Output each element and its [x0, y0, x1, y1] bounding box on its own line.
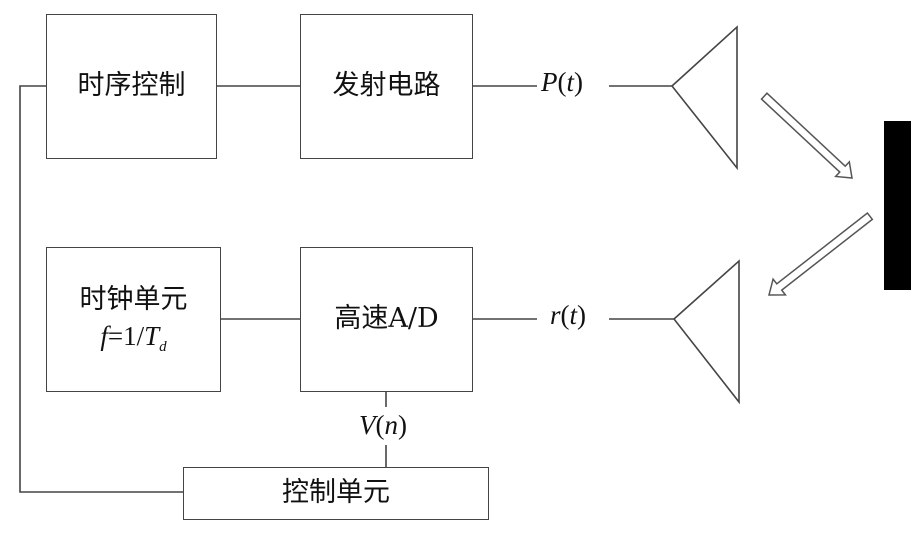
- signal-r: r(t): [550, 300, 587, 330]
- transmit-antenna-icon: [670, 25, 738, 171]
- signal-p: P(t): [541, 67, 584, 97]
- signal-v-arg: n: [384, 410, 399, 440]
- formula-eq: =1/: [107, 321, 145, 352]
- adc-label: 高速A/D: [334, 303, 439, 335]
- signal-v-name: V: [359, 410, 376, 440]
- timing-control-block: 时序控制: [46, 14, 217, 159]
- transmit-circuit-label: 发射电路: [332, 70, 441, 102]
- target-bar: [884, 121, 911, 290]
- formula-d: d: [159, 339, 167, 356]
- receive-arrow-icon: [768, 211, 874, 296]
- clock-unit-block: 时钟单元 f=1/Td: [46, 247, 221, 392]
- control-unit-block: 控制单元: [183, 467, 489, 520]
- signal-p-arg: t: [566, 67, 575, 97]
- clock-unit-label: 时钟单元: [79, 283, 188, 315]
- receive-antenna-icon: [672, 259, 740, 405]
- signal-v: V(n): [359, 410, 407, 440]
- timing-control-label: 时序控制: [77, 70, 186, 102]
- formula-T: T: [144, 321, 160, 352]
- transmit-arrow-icon: [760, 92, 853, 179]
- formula-f: f: [100, 321, 108, 352]
- signal-r-arg: t: [569, 300, 578, 330]
- control-unit-label: 控制单元: [282, 477, 390, 509]
- signal-p-name: P: [541, 67, 558, 97]
- line-control-timing-loop: [19, 85, 183, 493]
- adc-block: 高速A/D: [300, 247, 473, 392]
- clock-formula: f=1/Td: [100, 318, 166, 357]
- transmit-circuit-block: 发射电路: [300, 14, 473, 159]
- signal-r-name: r: [550, 300, 561, 330]
